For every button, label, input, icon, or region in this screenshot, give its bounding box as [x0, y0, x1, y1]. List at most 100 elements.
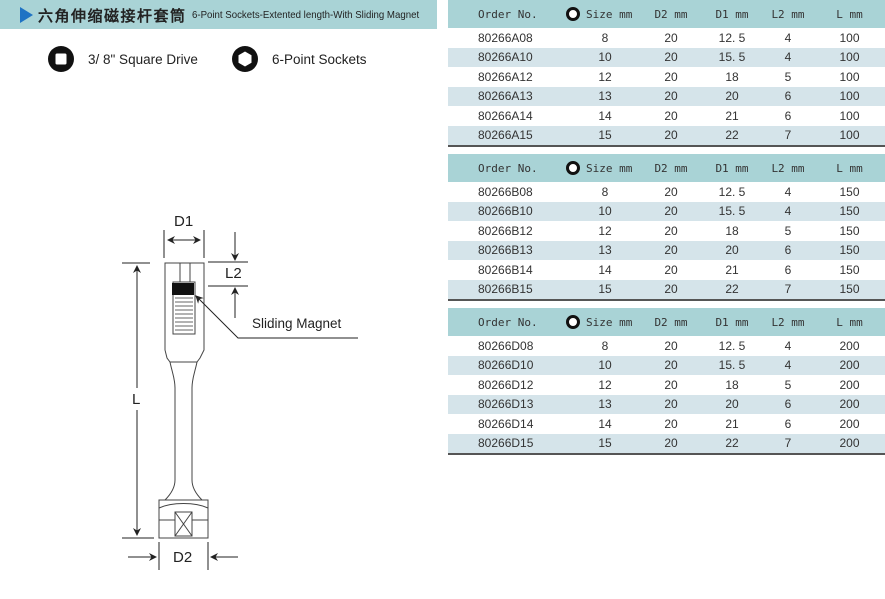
cell-size: 14: [598, 108, 612, 123]
cell-d2: 20: [664, 108, 678, 123]
header-l2: L2 mm: [762, 162, 814, 175]
header-size: Size mm: [566, 7, 640, 21]
header-d1: D1 mm: [702, 162, 762, 175]
cell-d1: 15. 5: [718, 204, 746, 219]
cell-l: 150: [839, 282, 860, 297]
cell-l2: 6: [784, 108, 792, 123]
square-drive-icon: [48, 46, 74, 72]
header-label: L mm: [836, 315, 863, 329]
label-d1: D1: [174, 213, 194, 230]
cell-l2: 4: [784, 204, 792, 219]
hex-socket-icon: [566, 315, 580, 329]
cell-l2: 4: [784, 30, 792, 45]
cell-order-no: 80266D14: [478, 416, 534, 431]
header-d1: D1 mm: [702, 8, 762, 21]
cell-l: 100: [839, 108, 860, 123]
label-d2: D2: [173, 549, 193, 566]
label-sliding-magnet: Sliding Magnet: [252, 316, 342, 331]
table-header: Order No. Size mm D2 mm D1 mm L2 mm L mm: [448, 0, 885, 28]
header-d2: D2 mm: [640, 8, 702, 21]
cell-order-no: 80266B13: [478, 243, 533, 258]
feature-label: 6-Point Sockets: [272, 51, 367, 67]
header-d2: D2 mm: [640, 316, 702, 329]
cell-l: 200: [839, 358, 860, 373]
label-l: L: [132, 391, 141, 408]
cell-size: 15: [598, 128, 612, 143]
header-label: L2 mm: [771, 7, 805, 21]
cell-d2: 20: [664, 69, 678, 84]
cell-size: 8: [601, 30, 609, 45]
cell-d2: 20: [664, 89, 678, 104]
cell-l2: 5: [784, 69, 792, 84]
cell-size: 14: [598, 416, 612, 431]
cell-d2: 20: [664, 397, 678, 412]
header-label: Order No.: [478, 161, 538, 175]
cell-order-no: 80266D15: [478, 436, 534, 451]
header-label: Order No.: [478, 7, 538, 21]
cell-d1: 18: [725, 223, 739, 238]
cell-l: 100: [839, 69, 860, 84]
header-label: D2 mm: [654, 315, 688, 329]
header-label: D1 mm: [715, 161, 749, 175]
header-l: L mm: [814, 316, 885, 329]
spec-tables: Order No. Size mm D2 mm D1 mm L2 mm L mm 80266…: [448, 0, 885, 462]
cell-size: 13: [598, 397, 612, 412]
cell-size: 10: [598, 204, 612, 219]
cell-l2: 7: [784, 128, 792, 143]
cell-d2: 20: [664, 436, 678, 451]
cell-size: 10: [598, 358, 612, 373]
cell-size: 12: [598, 223, 612, 238]
cell-l2: 6: [784, 416, 792, 431]
cell-d2: 20: [664, 50, 678, 65]
cell-l: 200: [839, 436, 860, 451]
magnet-block: [172, 283, 194, 295]
spring-housing: [172, 281, 196, 335]
header-label: Size mm: [586, 7, 633, 21]
cell-l: 200: [839, 416, 860, 431]
cell-d2: 20: [664, 30, 678, 45]
feature-square-drive: 3/ 8" Square Drive: [48, 46, 198, 72]
cell-d2: 20: [664, 262, 678, 277]
cell-d1: 21: [725, 262, 739, 277]
header-l: L mm: [814, 8, 885, 21]
cell-size: 12: [598, 377, 612, 392]
cell-order-no: 80266B15: [478, 282, 533, 297]
header-label: Size mm: [586, 315, 633, 329]
cell-l: 150: [839, 262, 860, 277]
cell-d2: 20: [664, 358, 678, 373]
cell-d1: 18: [725, 69, 739, 84]
header-label: D2 mm: [654, 7, 688, 21]
cell-size: 10: [598, 50, 612, 65]
header-l2: L2 mm: [762, 8, 814, 21]
cell-l2: 5: [784, 377, 792, 392]
title-banner: 六角伸缩磁接杆套筒 6-Point Sockets-Extented lengt…: [0, 0, 437, 29]
cell-d1: 12. 5: [718, 30, 746, 45]
drive-end-outline: [158, 499, 209, 539]
cell-order-no: 80266B10: [478, 204, 533, 219]
play-triangle-icon: [20, 7, 33, 23]
cell-l2: 4: [784, 358, 792, 373]
cell-d1: 12. 5: [718, 338, 746, 353]
cell-l: 150: [839, 243, 860, 258]
cell-l2: 5: [784, 223, 792, 238]
header-size: Size mm: [566, 161, 640, 175]
cell-d1: 21: [725, 108, 739, 123]
cell-l: 100: [839, 89, 860, 104]
cell-d1: 15. 5: [718, 50, 746, 65]
cell-size: 15: [598, 436, 612, 451]
cell-size: 13: [598, 89, 612, 104]
cell-order-no: 80266B14: [478, 262, 533, 277]
cell-d1: 20: [725, 243, 739, 258]
cell-order-no: 80266A13: [478, 89, 533, 104]
cell-d1: 12. 5: [718, 184, 746, 199]
header-label: D1 mm: [715, 7, 749, 21]
